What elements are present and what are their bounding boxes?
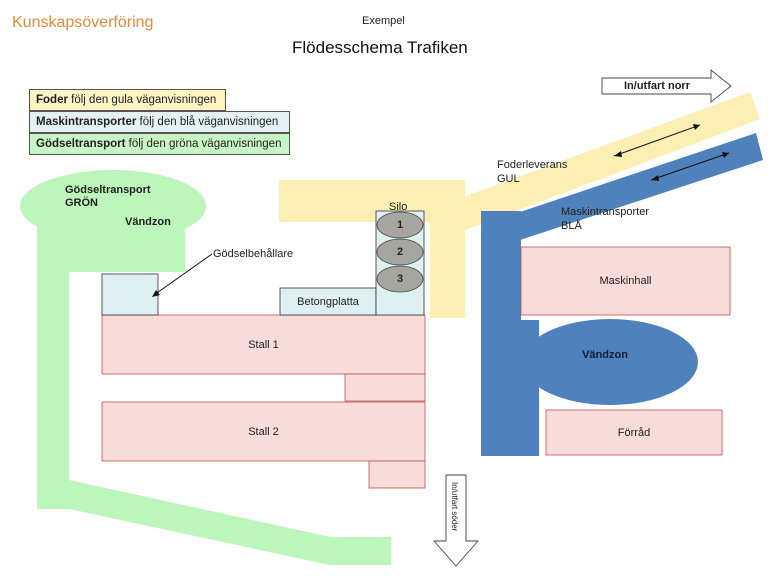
legend-foder-text: följ den gula väganvisningen — [67, 94, 217, 106]
legend-maskin: Maskintransporter följ den blå väganvisn… — [29, 111, 290, 133]
stall1-annex — [344, 373, 426, 402]
storage-building — [545, 409, 723, 456]
green-turn-label: Vändzon — [125, 216, 171, 228]
silo-cell-3 — [376, 265, 424, 293]
blue-road-widen — [481, 320, 539, 456]
exit-north-label: In/utfart norr — [624, 80, 690, 92]
legend-godsel-text: följ den gröna väganvisningen — [125, 138, 282, 150]
green-zone-label-2: GRÖN — [65, 197, 98, 209]
subtitle: Exempel — [362, 15, 405, 27]
yellow-road — [279, 92, 760, 318]
arrow-head — [651, 175, 659, 181]
legend-godsel: Gödseltransport följ den gröna väganvisn… — [29, 133, 290, 155]
exit-south-label: In/utfart söder — [450, 482, 459, 532]
blue-turn-label: Vändzon — [582, 349, 628, 361]
silo-cell-3-label: 3 — [396, 273, 404, 285]
legend-godsel-bold: Gödseltransport — [36, 138, 126, 150]
storage-label: Förråd — [617, 426, 651, 439]
silo-cell-1-label: 1 — [396, 219, 404, 231]
brand-title: Kunskapsöverföring — [12, 14, 154, 31]
machine-hall-label: Maskinhall — [599, 275, 652, 287]
silo-cell-1 — [376, 211, 424, 239]
blue-turn-zone — [522, 319, 698, 405]
legend-foder: Foder följ den gula väganvisningen — [29, 89, 226, 111]
machine-hall-building — [520, 246, 731, 316]
concrete-slab — [279, 287, 377, 316]
yellow-two-way-arrow — [613, 124, 701, 157]
blue-two-way-arrow — [650, 152, 730, 181]
yellow-road-diagonal — [455, 92, 760, 230]
stall1-label: Stall 1 — [248, 338, 279, 351]
concrete-slab-label: Betongplatta — [297, 295, 359, 308]
machine-label-2: BLÅ — [561, 220, 582, 232]
stall1-building — [101, 314, 426, 375]
stall2-label: Stall 2 — [248, 425, 279, 438]
manure-pointer-line — [153, 253, 213, 296]
stall2-annex — [368, 460, 426, 489]
feed-label-1: Foderleverans — [497, 159, 568, 171]
legend-maskin-bold: Maskintransporter — [36, 116, 137, 128]
arrow-head — [722, 152, 729, 158]
arrow-head — [614, 151, 622, 157]
blue-road-diagonal — [520, 133, 763, 240]
manure-container — [101, 273, 159, 316]
arrow-head — [693, 124, 700, 130]
feed-label-2: GUL — [497, 173, 520, 185]
silo-label: Silo — [389, 201, 408, 213]
manure-container-label: Gödselbehållare — [213, 248, 294, 260]
blue-road — [481, 133, 763, 456]
page-title: Flödesschema Trafiken — [292, 38, 468, 57]
green-zone-label-1: Gödseltransport — [65, 184, 151, 196]
green-road — [20, 170, 391, 565]
exit-north-arrow — [601, 69, 732, 103]
legend-maskin-text: följ den blå väganvisningen — [136, 116, 279, 128]
silo-cell-2 — [376, 238, 424, 266]
machine-label-1: Maskintransporter — [561, 206, 650, 218]
green-road-bottom — [37, 480, 391, 565]
stall2-building — [101, 401, 426, 462]
exit-south-arrow — [433, 474, 479, 567]
legend-foder-bold: Foder — [36, 94, 68, 106]
manure-pointer-head — [152, 290, 160, 297]
silo-cell-2-label: 2 — [396, 246, 404, 258]
green-road-left — [37, 206, 69, 509]
